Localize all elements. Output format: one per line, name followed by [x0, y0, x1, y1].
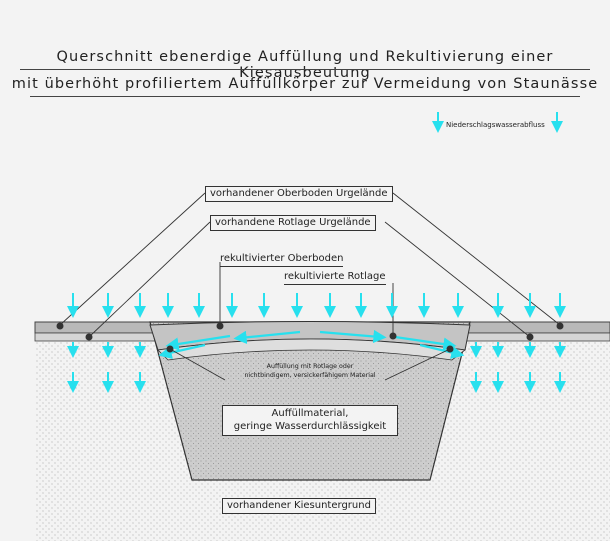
label-material: Auffüllmaterial, geringe Wasserdurchläss… [222, 405, 398, 436]
point-marker [526, 333, 534, 341]
runoff-arrows [158, 329, 465, 359]
point-marker [216, 322, 224, 330]
point-marker [556, 322, 564, 330]
infiltration-arrows [67, 342, 566, 393]
legend-arrows [432, 112, 563, 133]
point-marker [446, 345, 454, 353]
point-marker [85, 333, 93, 341]
point-marker [389, 332, 397, 340]
label-oberboden: vorhandener Oberboden Urgelände [205, 186, 393, 202]
title-underline-2 [30, 96, 580, 97]
label-rek-rotlage: rekultivierte Rotlage [284, 272, 386, 285]
label-kies: vorhandener Kiesuntergrund [222, 498, 376, 514]
legend-label: Niederschlagswasserabfluss [446, 121, 545, 129]
point-marker [166, 345, 174, 353]
label-rek-oberboden: rekultivierter Oberboden [220, 254, 344, 267]
title-line-2: mit überhöht profiliertem Auffüllkörper … [11, 76, 599, 92]
label-rotlage: vorhandene Rotlage Urgelände [210, 215, 376, 231]
rain-arrows [67, 293, 566, 318]
title-underline-1 [20, 69, 590, 70]
label-auffuellung-1: Auffüllung mit Rotlage oder [266, 363, 354, 370]
label-material-2: geringe Wasserdurchlässigkeit [233, 420, 387, 432]
label-auffuellung-2: nichtbindigem, versickerfähigem Material [244, 372, 376, 379]
label-material-1: Auffüllmaterial, [271, 408, 349, 419]
point-marker [56, 322, 64, 330]
